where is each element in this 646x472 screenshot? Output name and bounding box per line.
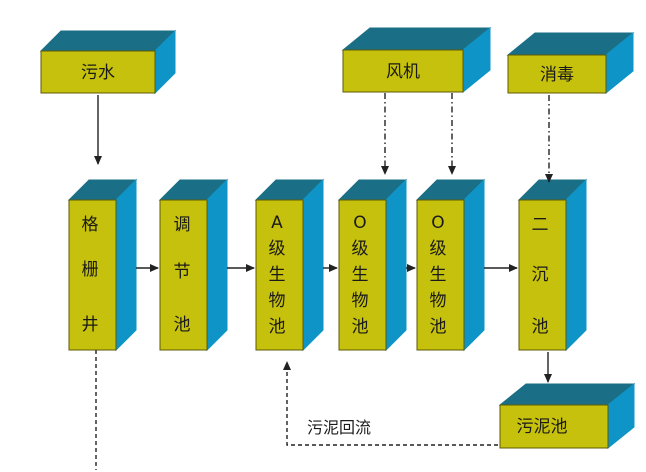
clarifier-char-1: 二 <box>532 215 549 235</box>
equalization-char-3: 池 <box>174 315 191 335</box>
a-tank-char-3: 生 <box>269 265 286 285</box>
a-tank-char-5: 池 <box>269 317 286 337</box>
a-tank-char-2: 级 <box>269 239 286 259</box>
sludge-tank-box: 污泥池 <box>498 382 636 450</box>
equalization-tank-box: 调 节 池 <box>158 178 229 352</box>
flow-arrows <box>94 93 553 470</box>
sludge-tank-label: 污泥池 <box>517 417 568 437</box>
secondary-clarifier-box: 二 沉 池 <box>517 178 588 352</box>
sewage-label: 污水 <box>81 63 115 83</box>
a-tank-box: A 级 生 物 池 <box>254 178 325 352</box>
blower-box: 风机 <box>341 26 492 94</box>
o-tank-2-char-5: 池 <box>430 317 447 337</box>
clarifier-char-3: 池 <box>532 317 549 337</box>
sludge-return-label: 污泥回流 <box>307 418 371 437</box>
screen-well-box: 格 栅 井 <box>67 178 138 352</box>
clarifier-char-2: 沉 <box>532 265 549 285</box>
equalization-char-1: 调 <box>174 215 191 235</box>
sewage-box: 污水 <box>39 29 177 95</box>
o-tank-2-char-1: O <box>431 213 444 233</box>
disinfect-label: 消毒 <box>540 65 574 85</box>
disinfect-box: 消毒 <box>506 31 635 95</box>
screen-well-char-3: 井 <box>82 315 99 335</box>
o-tank-1-char-2: 级 <box>352 239 369 259</box>
o-tank-1-char-4: 物 <box>352 291 369 311</box>
screen-well-char-2: 栅 <box>82 260 99 280</box>
a-tank-char-4: 物 <box>269 291 286 311</box>
screen-well-char-1: 格 <box>82 215 99 235</box>
o-tank-2-char-3: 生 <box>430 265 447 285</box>
o-tank-2-char-4: 物 <box>430 291 447 311</box>
equalization-char-2: 节 <box>174 262 191 282</box>
a-tank-char-1: A <box>271 213 283 233</box>
o-tank-2-box: O 级 生 物 池 <box>415 178 486 352</box>
o-tank-1-box: O 级 生 物 池 <box>337 178 408 352</box>
sludge-return-line <box>283 361 498 446</box>
o-tank-1-char-1: O <box>353 213 366 233</box>
blower-label: 风机 <box>386 62 420 82</box>
o-tank-1-char-3: 生 <box>352 265 369 285</box>
o-tank-2-char-2: 级 <box>430 239 447 259</box>
o-tank-1-char-5: 池 <box>352 317 369 337</box>
